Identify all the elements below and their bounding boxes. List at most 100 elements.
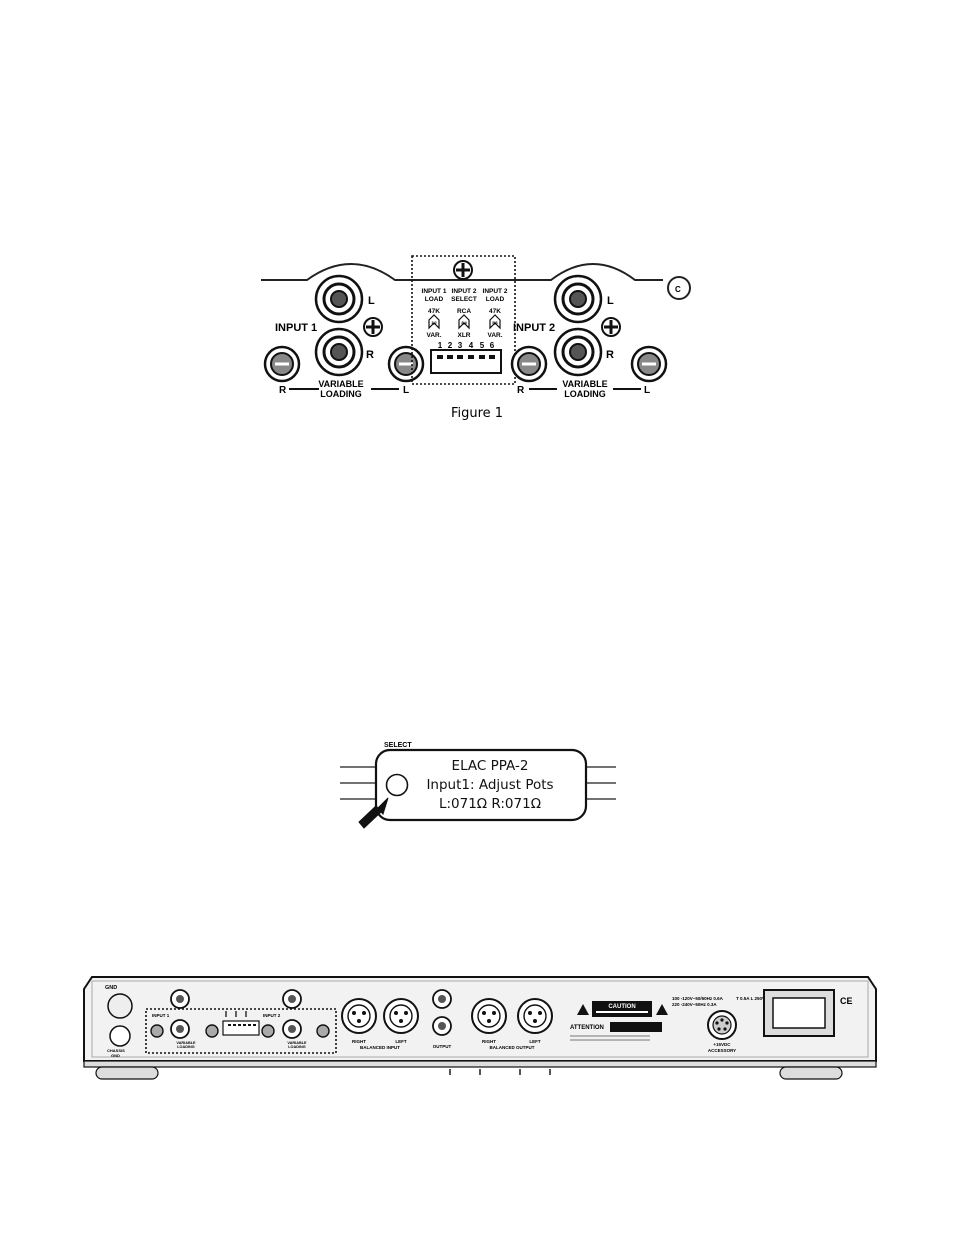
- bal-in-left-label: LEFT: [395, 1039, 406, 1044]
- ground-mark: C: [675, 285, 681, 294]
- rear-loading-2: LOADING: [288, 1045, 306, 1049]
- fuse-rating: T 0.5A L 250V: [736, 996, 765, 1001]
- rca-jack-input1-left[interactable]: [314, 274, 364, 324]
- dip-col1-top: 47K: [428, 308, 440, 315]
- rca-jack-input2-left[interactable]: [553, 274, 603, 324]
- xlr-balanced-output-left[interactable]: [517, 998, 553, 1034]
- rear-variable-1: VARIABLE: [176, 1041, 196, 1045]
- input1-label: INPUT 1: [275, 322, 317, 334]
- foot: [779, 1066, 843, 1080]
- dip-col1-sw: 1|2: [431, 320, 437, 325]
- balanced-input-label: BALANCED INPUT: [360, 1045, 400, 1050]
- rca-output-jacks[interactable]: [432, 989, 452, 1036]
- dip-col1-line2: LOAD: [425, 296, 444, 303]
- dip-col1-bottom: VAR.: [426, 332, 441, 339]
- xlr-balanced-input-right[interactable]: [341, 998, 377, 1034]
- input1-left-label: L: [368, 295, 375, 307]
- loading-label-1: LOADING: [320, 389, 362, 399]
- gnd-terminal[interactable]: [107, 993, 133, 1019]
- dip-number-1: 1: [438, 341, 443, 350]
- dip-col3-sw: 5|6: [492, 320, 498, 325]
- gnd-label: GND: [105, 985, 117, 991]
- display-line3: L:071Ω R:071Ω: [438, 796, 542, 812]
- dip-number-3: 3: [458, 341, 463, 350]
- dip-number-6: 6: [490, 341, 495, 350]
- accessory-label: ACCESSORY: [708, 1048, 736, 1053]
- dip-col1-line1: INPUT 1: [422, 288, 447, 295]
- rca-jack-input2-right[interactable]: [553, 327, 603, 377]
- figure1-illustration: C L R INPUT 1 R VARIABLE LOADING L I: [261, 255, 691, 399]
- dip-switch-highlight: [411, 255, 516, 385]
- dip-number-5: 5: [480, 341, 485, 350]
- caution-text: CAUTION: [608, 1004, 635, 1010]
- display-line1: ELAC PPA-2: [451, 758, 529, 774]
- xlr-balanced-input-left[interactable]: [383, 998, 419, 1034]
- trim-pot-input1-right[interactable]: [263, 345, 301, 383]
- display-screen: [374, 748, 588, 822]
- trim-pot-input1-left[interactable]: [387, 345, 425, 383]
- chassis-gnd-label-2: GND: [111, 1053, 120, 1058]
- rear-variable-2: VARIABLE: [287, 1041, 307, 1045]
- screw-icon: [363, 317, 383, 337]
- display-line2: Input1: Adjust Pots: [426, 777, 554, 793]
- dip-switch-bank[interactable]: [430, 349, 502, 374]
- input1-var-right: R: [279, 385, 287, 396]
- rca-jacks[interactable]: [150, 989, 330, 1039]
- dip-col3-top: 47K: [489, 308, 501, 315]
- power-line1: 100 -120V~50/60Hz 0.6A: [672, 996, 724, 1001]
- screw-icon: [601, 317, 621, 337]
- input2-label: INPUT 2: [513, 322, 555, 334]
- chassis-gnd-terminal[interactable]: [109, 1025, 131, 1047]
- input1-var-left: L: [403, 385, 409, 396]
- dip-arrow-icons: [428, 314, 501, 330]
- arrow-icon: [358, 797, 389, 829]
- input2-var-left: L: [644, 385, 650, 396]
- chassis-gnd-label-1: CHASSIS: [107, 1048, 125, 1053]
- bal-in-right-label: RIGHT: [352, 1039, 366, 1044]
- dip-col2-line1: INPUT 2: [452, 288, 477, 295]
- caution-label-block: CAUTION ATTENTION: [570, 1001, 668, 1041]
- display-illustration: SELECT: [340, 742, 616, 829]
- rear-input2-label: INPUT 2: [263, 1013, 281, 1018]
- accessory-voltage: +15VDC: [713, 1042, 731, 1047]
- foot: [95, 1066, 159, 1080]
- bal-out-left-label: LEFT: [529, 1039, 540, 1044]
- select-label: SELECT: [384, 742, 412, 749]
- input2-left-label: L: [607, 295, 614, 307]
- dip-col2-bottom: XLR: [458, 332, 471, 339]
- xlr-balanced-output-right[interactable]: [471, 998, 507, 1034]
- rear-dip-switch[interactable]: [222, 1020, 260, 1036]
- trim-pot-input2-right[interactable]: [510, 345, 548, 383]
- power-line2: 220 -240V~50Hz 0.3A: [672, 1002, 717, 1007]
- bal-out-right-label: RIGHT: [482, 1039, 496, 1044]
- dip-col2-line2: SELECT: [451, 296, 477, 303]
- dip-col3-bottom: VAR.: [487, 332, 502, 339]
- screw-icon: [453, 260, 473, 280]
- select-button[interactable]: [385, 773, 409, 797]
- dip-col2-top: RCA: [457, 308, 471, 315]
- rear-panel-illustration: GND CHASSIS GND INPUT 1 INPUT 2 VARIABLE…: [83, 976, 877, 1080]
- variable-label-1: VARIABLE: [318, 379, 363, 389]
- dip-col3-line1: INPUT 2: [483, 288, 508, 295]
- trim-pot-input2-left[interactable]: [630, 345, 668, 383]
- input1-right-label: R: [366, 349, 374, 361]
- variable-label-2: VARIABLE: [562, 379, 607, 389]
- balanced-output-label: BALANCED OUTPUT: [490, 1045, 535, 1050]
- accessory-din-connector[interactable]: [707, 1010, 737, 1040]
- input2-right-label: R: [606, 349, 614, 361]
- input2-var-right: R: [517, 385, 525, 396]
- rca-jack-input1-right[interactable]: [314, 327, 364, 377]
- attention-text: ATTENTION: [570, 1025, 604, 1031]
- rear-input1-label: INPUT 1: [152, 1013, 170, 1018]
- dip-col2-sw: 3|4: [461, 320, 467, 325]
- dip-col3-line2: LOAD: [486, 296, 505, 303]
- loading-label-2: LOADING: [564, 389, 606, 399]
- iec-power-inlet[interactable]: [763, 989, 835, 1037]
- ce-mark: CE: [840, 996, 853, 1006]
- dip-number-4: 4: [469, 341, 474, 350]
- figure1-caption: Figure 1: [450, 406, 504, 421]
- input-section-highlight: [145, 1008, 337, 1054]
- dip-number-2: 2: [448, 341, 453, 350]
- output-label: OUTPUT: [433, 1044, 452, 1049]
- rear-loading-1: LOADING: [177, 1045, 195, 1049]
